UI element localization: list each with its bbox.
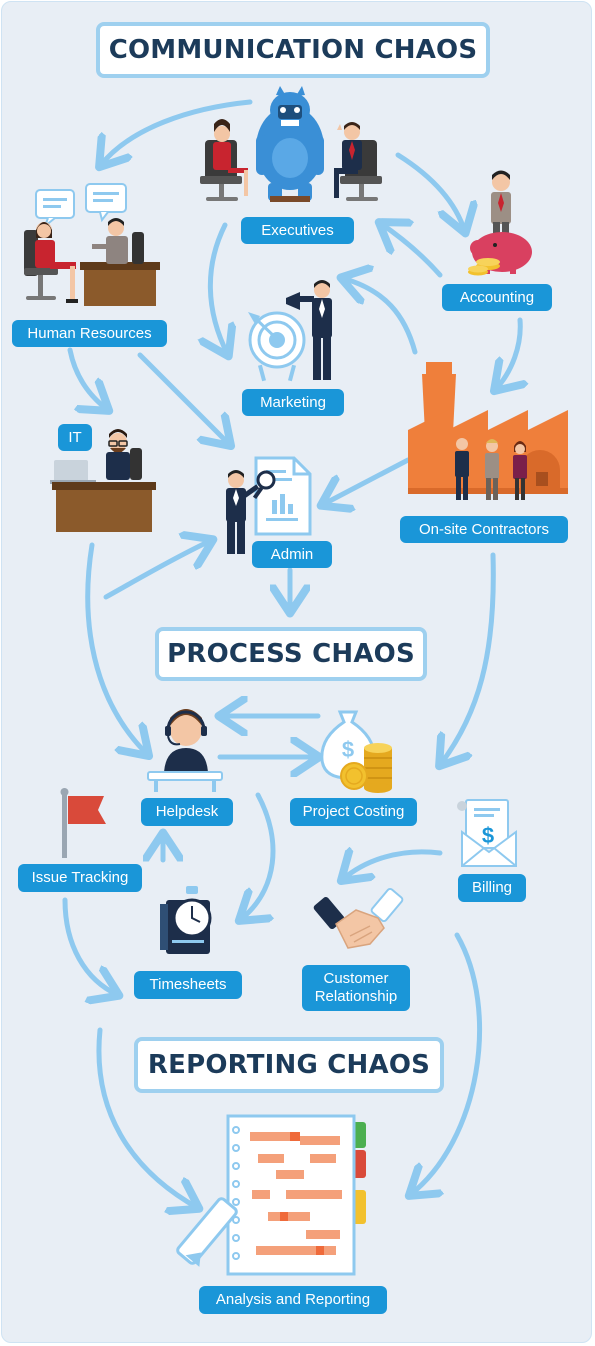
accounting-label: Accounting xyxy=(442,284,552,311)
marketing-label: Marketing xyxy=(242,389,344,416)
arrow-executives-to-marketing xyxy=(210,222,228,355)
coin-stack-icon xyxy=(364,743,392,793)
marketing-illustration xyxy=(248,280,332,382)
admin-label: Admin xyxy=(252,541,332,568)
arrow-hr-to-it xyxy=(67,347,108,410)
communication-chaos-title: COMMUNICATION CHAOS xyxy=(96,22,490,78)
arrow-billing-to-reporting xyxy=(410,932,482,1195)
customer-relationship-label-line1: Customer xyxy=(323,970,389,987)
process-chaos-title: PROCESS CHAOS xyxy=(155,627,427,681)
admin-illustration xyxy=(226,456,312,554)
arrow-executives-to-accounting xyxy=(395,152,465,232)
helpdesk-label: Helpdesk xyxy=(141,798,233,826)
arrow-helpdesk-to-timesheets xyxy=(240,792,276,920)
arrow-contractors-to-admin xyxy=(322,457,411,505)
arrow-it-to-admin xyxy=(103,540,212,600)
it-label: IT xyxy=(58,424,92,451)
reporting-chaos-title: REPORTING CHAOS xyxy=(134,1037,444,1093)
project-costing-illustration: $ xyxy=(320,710,392,793)
currency-symbol-icon: $ xyxy=(342,737,354,762)
arrow-executives-to-hr xyxy=(100,99,253,166)
arrow-accounting-to-contractors xyxy=(495,317,520,390)
arrow-contractors-to-marketing xyxy=(342,278,418,355)
issue-tracking-illustration xyxy=(60,788,106,858)
arrow-timesheets-to-reporting xyxy=(96,1027,198,1208)
project-costing-label: Project Costing xyxy=(290,798,417,826)
arrow-billing-to-customer xyxy=(342,852,443,880)
timesheets-label: Timesheets xyxy=(134,971,242,999)
executives-label: Executives xyxy=(241,217,354,244)
it-illustration xyxy=(50,429,156,532)
human-resources-illustration xyxy=(24,183,160,306)
customer-relationship-illustration xyxy=(313,887,404,949)
executives-illustration xyxy=(200,86,382,202)
analysis-and-reporting-illustration xyxy=(176,1114,366,1276)
human-resources-label: Human Resources xyxy=(12,320,167,347)
billing-illustration: $ xyxy=(457,799,517,867)
currency-symbol-icon: $ xyxy=(482,823,494,848)
on-site-contractors-label: On-site Contractors xyxy=(400,516,568,543)
timesheets-illustration xyxy=(160,886,212,954)
helpdesk-illustration xyxy=(147,709,223,792)
arrow-accounting-to-executives xyxy=(380,223,443,278)
flow-arrows xyxy=(62,99,520,1208)
arrow-contractors-to-projectcosting xyxy=(440,552,496,765)
customer-relationship-label-line2: Relationship xyxy=(314,988,398,1005)
customer-relationship-label: Customer Relationship xyxy=(302,965,410,1011)
pen-icon xyxy=(176,1197,238,1267)
issue-tracking-label: Issue Tracking xyxy=(18,864,142,892)
arrow-hr-to-admin xyxy=(137,352,230,445)
arrow-issuetracking-to-timesheets xyxy=(62,897,118,995)
on-site-contractors-illustration xyxy=(408,362,568,500)
analysis-and-reporting-label: Analysis and Reporting xyxy=(199,1286,387,1314)
arrow-it-to-helpdesk xyxy=(85,542,148,755)
billing-label: Billing xyxy=(458,874,526,902)
accounting-illustration xyxy=(468,170,532,276)
